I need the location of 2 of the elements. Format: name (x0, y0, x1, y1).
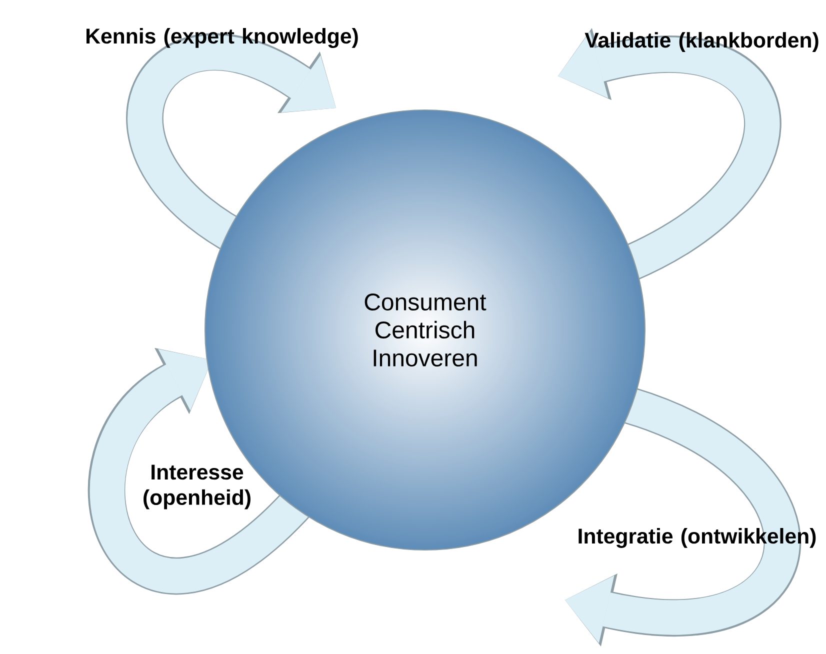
arrow-label: Kennis (expert knowledge) (86, 28, 358, 48)
arrow-label: Validatie (klankborden) (584, 32, 818, 52)
